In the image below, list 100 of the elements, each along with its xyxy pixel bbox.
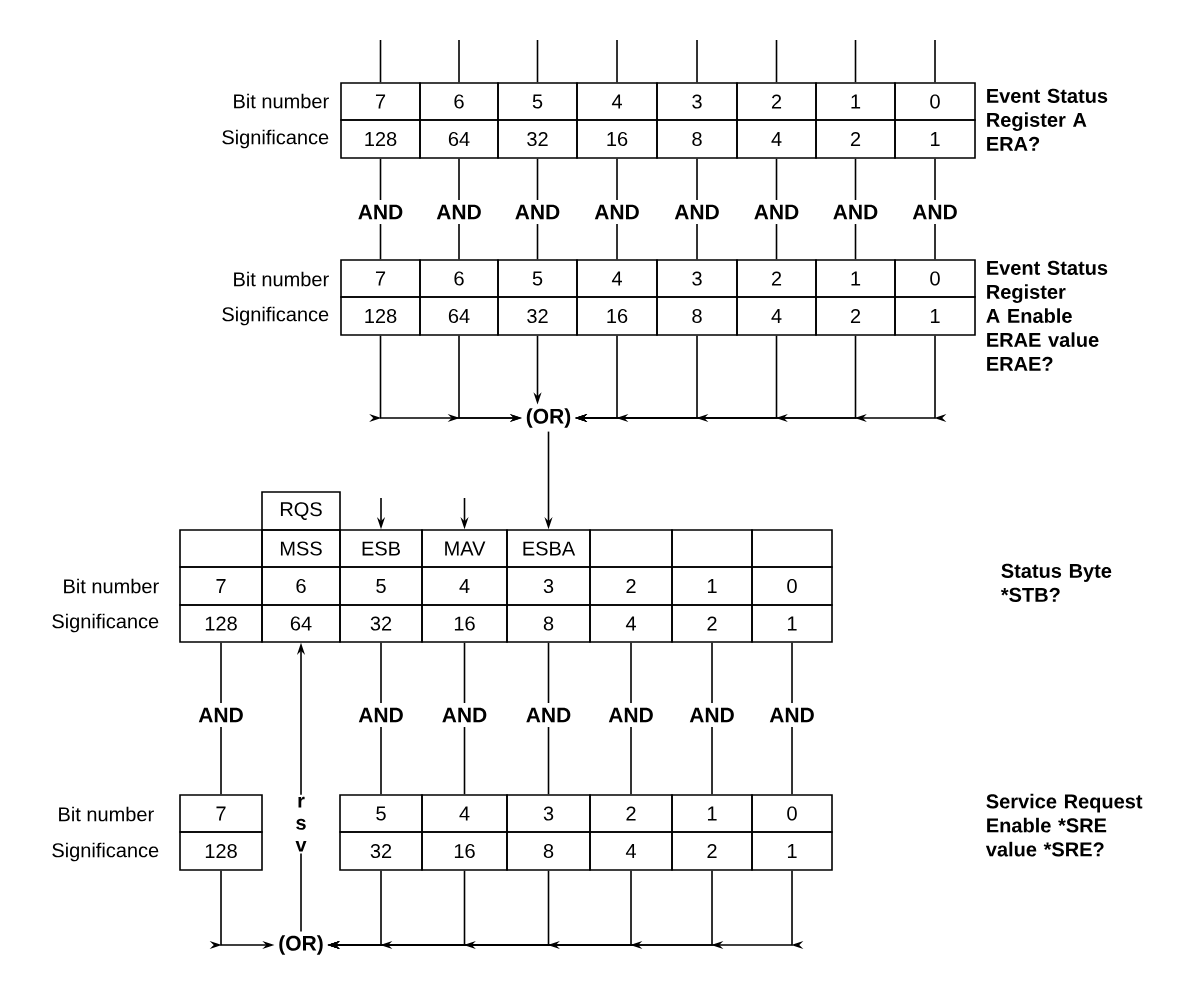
connector-line (775, 39, 778, 83)
bit-cell: 4 (589, 831, 673, 871)
and-gate-label: AND (358, 707, 403, 723)
bit-cell: 16 (576, 119, 658, 159)
bit-cell: 32 (339, 831, 423, 871)
connector-line (630, 726, 632, 795)
bit-cell: 128 (340, 119, 421, 159)
bit-cell: 8 (656, 296, 738, 336)
bit-cell: 16 (576, 296, 658, 336)
bit-cell: 3 (656, 82, 738, 121)
empty-cell (589, 529, 673, 568)
bit-cell: 8 (506, 831, 591, 871)
bit-cell: 0 (751, 794, 833, 833)
connector-line (854, 158, 857, 201)
bit-cell: 2 (736, 82, 817, 121)
connector-line (380, 726, 382, 795)
bit-cell: 1 (751, 604, 833, 643)
bit-cell: 128 (179, 831, 263, 871)
bit-cell: 16 (421, 831, 508, 871)
connector-line (379, 223, 382, 260)
connector-line (934, 223, 936, 260)
connector-line (854, 223, 857, 260)
bit-cell: 1 (671, 566, 753, 606)
bit-cell: 0 (894, 259, 976, 298)
bit-cell: ESB (339, 529, 423, 568)
bit-cell: 2 (589, 794, 673, 833)
bit-cell: 4 (736, 296, 817, 336)
connector-line (220, 726, 222, 795)
row-label: Significance (52, 842, 159, 862)
connector-line (458, 223, 460, 260)
bit-cell: 7 (179, 566, 263, 606)
connector-line (458, 39, 460, 83)
bit-cell: 1 (815, 259, 896, 298)
and-gate-label: AND (594, 204, 639, 220)
row-label: Bit number (234, 93, 329, 109)
bit-cell: 7 (340, 259, 421, 298)
connector-line (696, 158, 698, 201)
bit-cell: 1 (751, 831, 833, 871)
and-gate-label: AND (769, 707, 814, 723)
bit-cell: 0 (751, 566, 833, 606)
or-gate-label: (OR) (526, 408, 571, 428)
row-label: Significance (52, 613, 159, 633)
bit-cell: 2 (815, 119, 896, 159)
row-label: Bit number (234, 271, 329, 287)
bit-cell: 128 (179, 604, 263, 643)
connector-line (775, 223, 778, 260)
bit-cell: 4 (421, 794, 508, 833)
bit-cell: 1 (894, 119, 976, 159)
bit-cell: ESBA (506, 529, 591, 568)
bit-cell: 3 (506, 794, 591, 833)
row-label: Significance (222, 306, 329, 326)
bit-cell: 5 (339, 794, 423, 833)
connector-line (775, 158, 778, 201)
empty-cell (751, 529, 833, 568)
connector-line (696, 223, 698, 260)
empty-cell (671, 529, 753, 568)
bit-cell: 6 (419, 259, 499, 298)
bit-cell: 6 (419, 82, 499, 121)
register-name: Event Status Register A Enable ERAE value ERAE? (986, 260, 1108, 371)
connector-line (696, 39, 698, 83)
or-gate-label: (OR) (279, 935, 323, 955)
and-gate-label: AND (198, 707, 243, 723)
bit-cell: 64 (419, 119, 499, 159)
connector-line (536, 223, 539, 260)
bit-cell: MAV (421, 529, 508, 568)
connector-line (220, 642, 222, 704)
and-gate-label: AND (833, 204, 878, 220)
bit-cell: RQS (261, 491, 341, 531)
bit-cell: 8 (506, 604, 591, 643)
connector-line (547, 642, 550, 704)
connector-line (463, 642, 466, 704)
bit-cell: 128 (340, 296, 421, 336)
row-label: Bit number (64, 578, 159, 594)
connector-line (616, 39, 618, 83)
bit-cell: 7 (179, 794, 263, 833)
connector-line (616, 223, 618, 260)
bit-cell: 64 (261, 604, 341, 643)
bit-cell: 64 (419, 296, 499, 336)
connector-line (379, 39, 382, 83)
bit-cell: 2 (736, 259, 817, 298)
and-gate-label: AND (674, 204, 719, 220)
and-gate-label: AND (754, 204, 799, 220)
and-gate-label: AND (358, 204, 403, 220)
bit-cell: 6 (261, 566, 341, 606)
bit-cell: 8 (656, 119, 738, 159)
row-label: Significance (222, 129, 329, 149)
register-name: Service Request Enable *SRE value *SRE? (985, 793, 1143, 857)
bit-cell: 16 (421, 604, 508, 643)
and-gate-label: AND (608, 707, 653, 723)
empty-cell (179, 529, 263, 568)
bit-cell: 2 (671, 604, 753, 643)
connector-line (616, 158, 618, 201)
and-gate-label: AND (515, 204, 560, 220)
register-name: Status Byte *STB? (1000, 563, 1112, 602)
bit-cell: 4 (421, 566, 508, 606)
bit-cell: 4 (576, 259, 658, 298)
bit-cell: 4 (589, 604, 673, 643)
bit-cell: 32 (497, 296, 578, 336)
and-gate-label: AND (689, 707, 734, 723)
register-name: Event Status Register A ERA? (987, 88, 1108, 151)
